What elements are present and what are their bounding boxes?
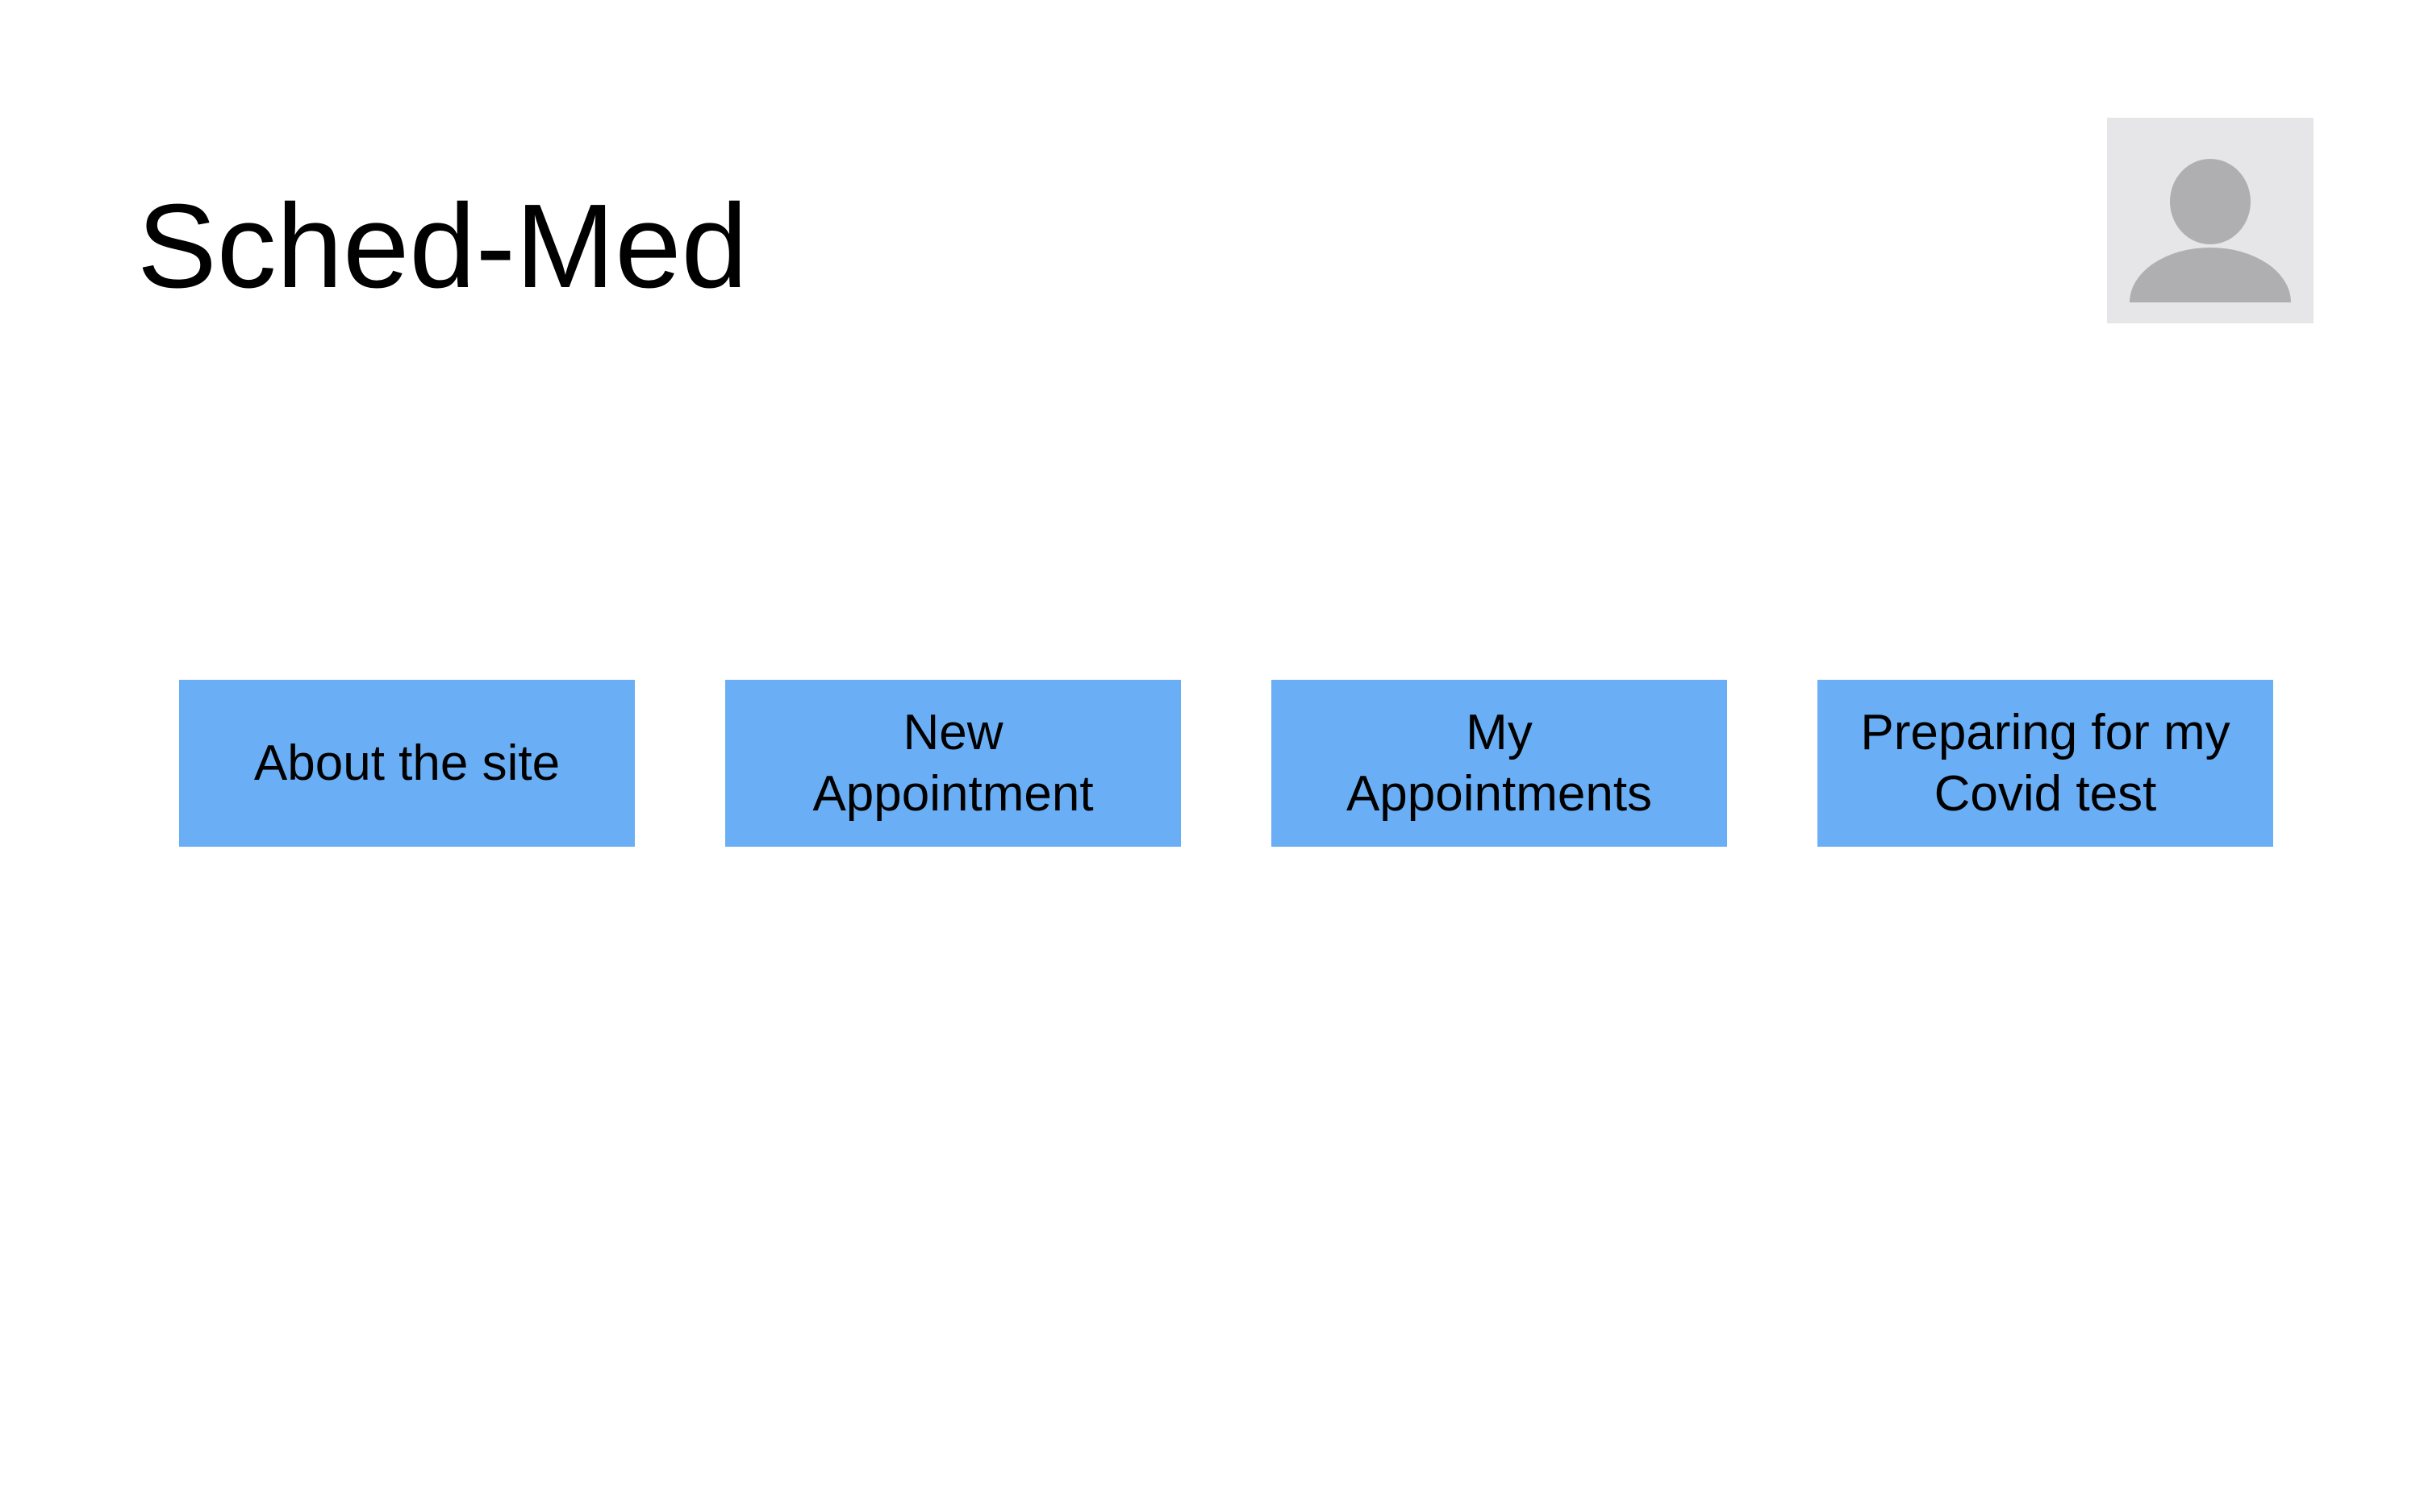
nav-button-preparing-covid-test[interactable]: Preparing for my Covid test [1817, 680, 2273, 847]
app-title: Sched-Med [137, 180, 748, 313]
nav-button-about-the-site[interactable]: About the site [179, 680, 635, 847]
nav-button-row: About the site New Appointment My Appoin… [179, 680, 2273, 847]
nav-button-my-appointments[interactable]: My Appointments [1271, 680, 1727, 847]
nav-button-new-appointment[interactable]: New Appointment [725, 680, 1181, 847]
person-icon [2130, 159, 2291, 302]
user-avatar[interactable] [2107, 118, 2314, 323]
